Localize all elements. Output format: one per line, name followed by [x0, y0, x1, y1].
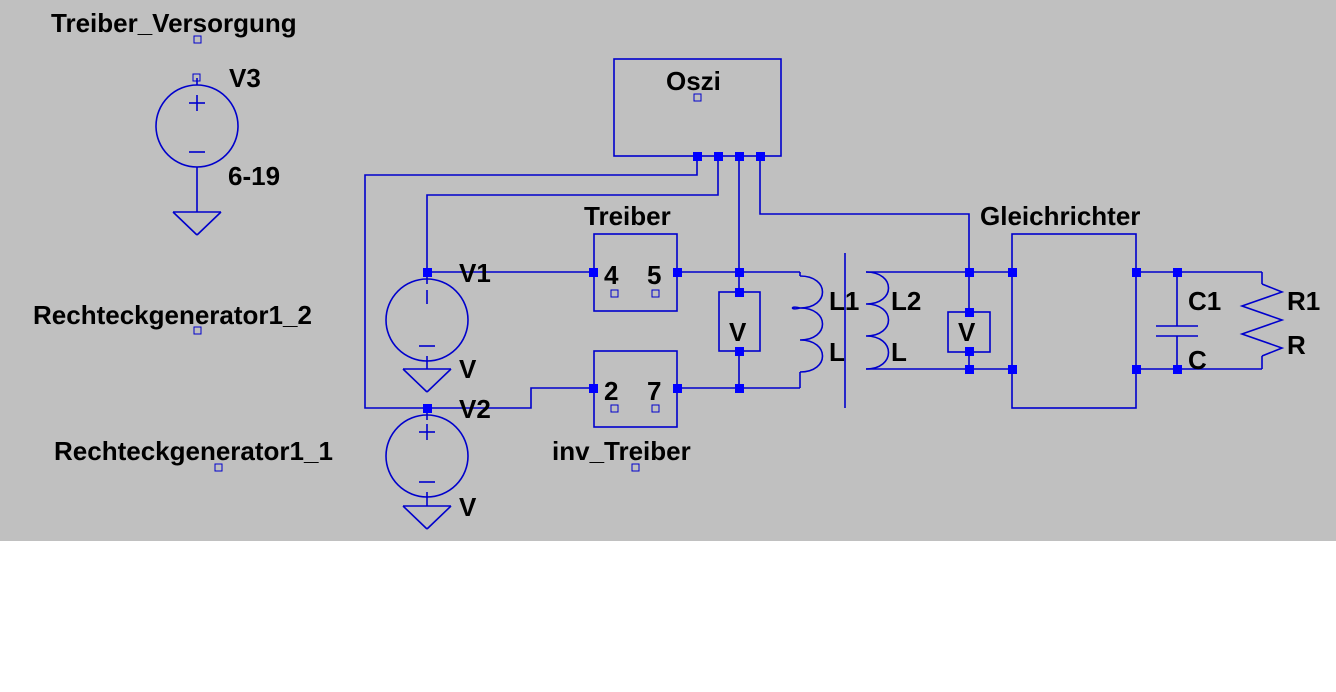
ground-symbol-v3 — [172, 211, 222, 236]
label-pin-2: 2 — [604, 376, 618, 406]
label-meter-2: V — [958, 317, 976, 347]
label-v1: V1 — [459, 258, 491, 288]
resistor-r1[interactable] — [1239, 283, 1285, 357]
wires — [364, 156, 1263, 506]
label-pin-7: 7 — [647, 376, 661, 406]
schematic-canvas[interactable]: Treiber_Versorgung V3 6-19 Oszi Treiber … — [0, 0, 1336, 541]
ground-symbol-v2 — [402, 505, 452, 530]
treiber-anchor-2 — [651, 289, 660, 298]
gen1-2-anchor — [193, 326, 202, 335]
capacitor-c1[interactable] — [1156, 325, 1198, 337]
inv-treiber-label-anchor — [631, 463, 640, 472]
label-inv-treiber: inv_Treiber — [552, 436, 691, 466]
label-l1: L1 — [829, 286, 859, 316]
gen1-1-anchor — [214, 463, 223, 472]
label-gleichrichter: Gleichrichter — [980, 201, 1140, 231]
label-l2-value: L — [891, 337, 907, 367]
ground-symbol-v1 — [402, 368, 452, 393]
treiber-versorgung-anchor — [193, 35, 202, 44]
label-v3: V3 — [229, 63, 261, 93]
label-treiber: Treiber — [584, 201, 671, 231]
label-treiber-versorgung: Treiber_Versorgung — [51, 8, 297, 38]
schematic: Treiber_Versorgung V3 6-19 Oszi Treiber … — [33, 8, 1320, 530]
inv-treiber-anchor-2 — [651, 404, 660, 413]
gleichrichter-block[interactable] — [1011, 233, 1137, 409]
label-v2: V2 — [459, 394, 491, 424]
v2-voltage-source[interactable] — [385, 414, 469, 498]
label-pin-4: 4 — [604, 260, 619, 290]
label-l2: L2 — [891, 286, 921, 316]
label-c1-value: C — [1188, 345, 1207, 375]
v3-pin-anchor — [192, 73, 201, 82]
label-oszi: Oszi — [666, 66, 721, 96]
label-rechteckgenerator1-2: Rechteckgenerator1_2 — [33, 300, 312, 330]
label-rechteckgenerator1-1: Rechteckgenerator1_1 — [54, 436, 333, 466]
transformer-l2[interactable] — [865, 271, 890, 370]
transformer-l1[interactable] — [791, 272, 824, 388]
label-r1: R1 — [1287, 286, 1320, 316]
oszi-anchor — [693, 93, 702, 102]
label-v2-value: V — [459, 492, 477, 522]
v3-voltage-source[interactable] — [155, 78, 239, 212]
inv-treiber-anchor-1 — [610, 404, 619, 413]
junction-nodes — [423, 152, 1182, 413]
label-c1: C1 — [1188, 286, 1221, 316]
label-r1-value: R — [1287, 330, 1306, 360]
v1-voltage-source[interactable] — [385, 278, 469, 362]
treiber-anchor-1 — [610, 289, 619, 298]
label-v1-value: V — [459, 354, 477, 384]
label-pin-5: 5 — [647, 260, 661, 290]
label-v3-value: 6-19 — [228, 161, 280, 191]
label-meter-1: V — [729, 317, 747, 347]
label-l1-value: L — [829, 337, 845, 367]
